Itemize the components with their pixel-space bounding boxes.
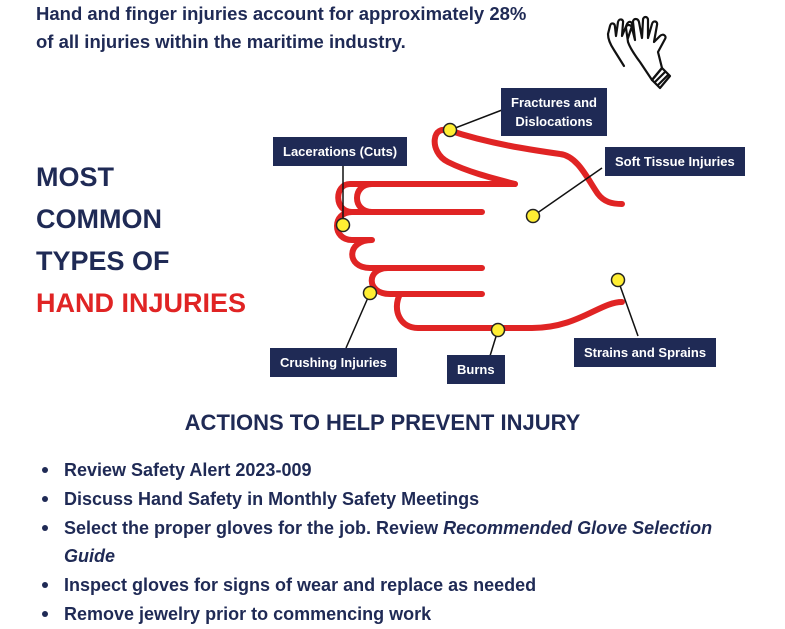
label-fractures-line-2: Dislocations <box>515 114 593 129</box>
leader-crushing <box>345 292 371 349</box>
list-item: Discuss Hand Safety in Monthly Safety Me… <box>36 485 756 513</box>
intro-line-1: Hand and finger injuries account for app… <box>36 3 527 24</box>
label-lacerations: Lacerations (Cuts) <box>273 137 408 166</box>
action-text: Review Safety Alert 2023-009 <box>64 460 312 480</box>
marker-strains <box>610 272 626 288</box>
gloves-icon <box>606 15 672 90</box>
list-item: Inspect gloves for signs of wear and rep… <box>36 571 756 599</box>
intro-line-2: of all injuries within the maritime indu… <box>36 31 406 52</box>
headline-line-1: MOST <box>36 162 114 192</box>
marker-crushing <box>362 285 378 301</box>
label-fractures-dislocations: Fractures and Dislocations <box>501 88 607 136</box>
label-soft-tissue: Soft Tissue Injuries <box>605 147 745 176</box>
marker-fractures <box>442 122 458 138</box>
headline-line-2: COMMON <box>36 204 162 234</box>
marker-burns <box>490 322 506 338</box>
action-text: Remove jewelry prior to commencing work <box>64 604 432 624</box>
action-text: Inspect gloves for signs of wear and rep… <box>64 575 537 595</box>
glove-guide-reference: Recommended Glove Selection Guide <box>64 518 713 566</box>
list-item: Remove jewelry prior to commencing work <box>36 600 756 628</box>
label-strains-sprains: Strains and Sprains <box>574 338 717 367</box>
actions-title: ACTIONS TO HELP PREVENT INJURY <box>184 410 581 435</box>
marker-soft-tissue <box>525 208 541 224</box>
intro-text: Hand and finger injuries account for app… <box>36 0 596 56</box>
label-fractures-line-1: Fractures and <box>511 95 597 110</box>
headline-line-4: HAND INJURIES <box>36 288 247 318</box>
actions-list: Review Safety Alert 2023-009 Discuss Han… <box>36 456 756 629</box>
leader-strains <box>617 279 639 337</box>
label-burns: Burns <box>447 355 505 384</box>
list-item: Select the proper gloves for the job. Re… <box>36 514 756 570</box>
action-text: Select the proper gloves for the job. Re… <box>64 518 444 538</box>
headline-line-3: TYPES OF <box>36 246 170 276</box>
list-item: Review Safety Alert 2023-009 <box>36 456 756 484</box>
marker-lacerations <box>335 217 351 233</box>
hand-outline-diagram <box>334 109 639 357</box>
hand-wrist <box>445 127 625 207</box>
headline: MOST COMMON TYPES OF HAND INJURIES <box>36 156 246 324</box>
hand-index-finger <box>335 127 518 215</box>
leader-soft-tissue <box>532 167 603 217</box>
action-text: Discuss Hand Safety in Monthly Safety Me… <box>64 489 480 509</box>
leader-fractures <box>449 109 503 131</box>
label-crushing: Crushing Injuries <box>270 348 397 377</box>
hand-outline <box>334 181 625 331</box>
